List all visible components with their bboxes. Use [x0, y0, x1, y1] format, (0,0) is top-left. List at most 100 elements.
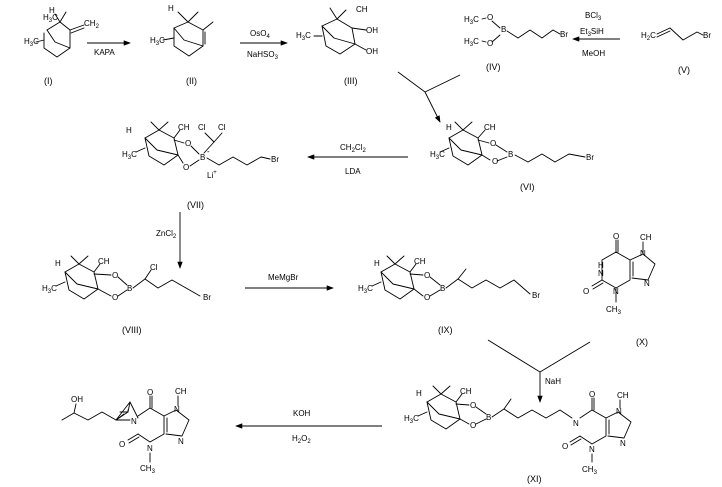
atom-o: O — [613, 232, 619, 241]
compound-label-I: (I) — [44, 76, 53, 86]
atom-c: C — [439, 150, 445, 159]
atom-sub: 3 — [364, 289, 368, 295]
atom-o: O — [147, 388, 153, 397]
compound-label-V: (V) — [678, 65, 690, 75]
atom-c: C — [367, 284, 373, 293]
atom-c: C — [33, 37, 39, 46]
compound-label-X: (X) — [636, 337, 648, 347]
atom-o: O — [562, 442, 568, 451]
atom-o: O — [487, 39, 493, 48]
atom-h: H — [358, 284, 364, 293]
atom-o: O — [112, 271, 118, 280]
atom-b: B — [501, 25, 506, 34]
atom-c: CH — [356, 5, 368, 14]
atom-sub: 2 — [96, 24, 100, 30]
compound-label-VIII: (VIII) — [122, 325, 142, 335]
atom-c: CH — [640, 233, 652, 242]
atom-o: O — [589, 390, 595, 399]
atom-c: CH — [140, 464, 152, 473]
atom-n: N — [573, 419, 579, 428]
reaction-arrow-4 — [424, 91, 441, 123]
svg-text:CH3: CH3 — [140, 464, 156, 475]
atom-n: N — [640, 249, 646, 258]
compound-X: O O CH3 CH H N N N N (X) — [583, 232, 656, 347]
atom-c: CH — [84, 19, 96, 28]
atom-o: O — [490, 139, 496, 148]
atom-sub: 3 — [410, 419, 414, 425]
atom-o: O — [112, 293, 118, 302]
atom-sub: 3 — [49, 18, 53, 24]
compound-V: H2C Br (V) — [641, 27, 711, 75]
atom-c: C — [51, 284, 57, 293]
atom-cl: Cl — [150, 263, 158, 272]
atom-c: CH — [98, 257, 110, 266]
svg-text:H3C: H3C — [150, 36, 165, 47]
svg-text:H3C: H3C — [464, 37, 479, 48]
atom-n: N — [598, 269, 604, 278]
atom-sub: 3 — [156, 41, 160, 47]
compound-VII: H3C H CH O O B - Cl Cl Br Li+ (VII) — [122, 121, 279, 210]
svg-text:Li+: Li+ — [207, 170, 217, 180]
svg-text:CH3: CH3 — [606, 305, 622, 316]
atom-h: H — [55, 259, 61, 268]
svg-text:H3C: H3C — [24, 37, 39, 48]
convergence-line-2 — [487, 339, 591, 373]
atom-o: O — [470, 421, 476, 430]
atom-h: H — [49, 6, 55, 15]
svg-text:H2C: H2C — [641, 31, 656, 42]
atom-n: N — [147, 444, 153, 453]
atom-h: H — [43, 13, 49, 22]
atom-sub: 3 — [48, 289, 52, 295]
atom-sub: 3 — [470, 42, 474, 48]
atom-sub: 3 — [302, 36, 306, 42]
compound-label-VI: (VI) — [520, 182, 535, 192]
atom-h: H — [374, 259, 380, 268]
reagent-kapa: KAPA — [94, 48, 115, 57]
atom-o: O — [424, 271, 430, 280]
atom-n: N — [616, 407, 622, 416]
atom-h: H — [464, 15, 470, 24]
reagent-oso4: OsO4 — [250, 29, 270, 40]
atom-n: N — [131, 417, 137, 426]
atom-charge: + — [213, 170, 217, 176]
atom-sub: 3 — [128, 155, 132, 161]
atom-h: H — [296, 31, 302, 40]
atom-h: H — [641, 31, 647, 40]
compound-IX: H3C H CH O O B Br (IX) — [358, 255, 540, 335]
compound-IV: H3C H3C O O B Br (IV) — [464, 13, 568, 72]
atom-br: Br — [532, 291, 540, 300]
atom-c: C — [650, 31, 656, 40]
reagent-ch2cl2: CH2Cl2 — [340, 143, 366, 154]
svg-text:H3C: H3C — [430, 150, 445, 161]
atom-b: B — [508, 150, 513, 159]
atom-h: H — [150, 36, 156, 45]
svg-text:H3C: H3C — [358, 284, 373, 295]
atom-sub: 3 — [436, 155, 440, 161]
atom-b: B — [440, 284, 445, 293]
atom-cl: Cl — [218, 123, 226, 132]
atom-br: Br — [203, 293, 211, 302]
atom-b: B — [127, 284, 132, 293]
atom-h: H — [126, 126, 132, 135]
compound-I: H3C H H3C CH2 (I) — [24, 6, 100, 86]
atom-h: H — [430, 150, 436, 159]
atom-o: O — [185, 139, 191, 148]
atom-h: H — [122, 150, 128, 159]
atom-oh: OH — [366, 47, 378, 56]
atom-c: CH — [582, 465, 594, 474]
atom-n: N — [589, 445, 595, 454]
atom-n: N — [174, 405, 180, 414]
compound-VIII: H3C H CH O O B Cl Br (VIII) — [42, 255, 211, 335]
atom-o: O — [119, 440, 125, 449]
compound-label-VII: (VII) — [187, 200, 204, 210]
atom-c: C — [52, 13, 58, 22]
compound-label-XI: (XI) — [527, 474, 542, 484]
atom-sub: 3 — [594, 470, 598, 476]
atom-c: CH — [414, 257, 426, 266]
svg-text:H3C: H3C — [404, 414, 419, 425]
atom-c: CH — [617, 391, 629, 400]
reagent-nahso3: NaHSO3 — [247, 50, 279, 61]
svg-text:H3C: H3C — [464, 15, 479, 26]
atom-cl: Cl — [198, 123, 206, 132]
